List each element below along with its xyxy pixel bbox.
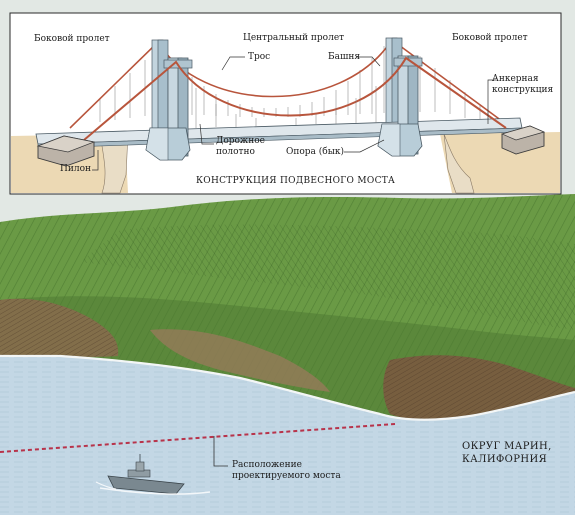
cliff-left-texture xyxy=(0,298,119,357)
label-anchorage: Анкерная конструкция xyxy=(492,74,554,95)
label-central-span: Центральный пролет xyxy=(243,33,345,43)
label-tower: Башня xyxy=(328,52,361,62)
front-cable xyxy=(83,56,507,141)
tower-back-left xyxy=(151,39,169,131)
route-leader xyxy=(213,436,228,467)
headland-texture-2 xyxy=(80,224,575,330)
pier-left xyxy=(145,127,191,161)
proposed-bridge-label: Расположение проектируемого моста xyxy=(232,460,341,481)
front-suspenders xyxy=(195,86,377,128)
label-pylon: Пилон xyxy=(60,164,91,174)
label-deck: Дорожное полотно xyxy=(216,136,265,157)
anchorage-right xyxy=(500,125,546,155)
label-side-span-right: Боковой пролет xyxy=(452,33,528,43)
cliff-mid xyxy=(150,329,330,392)
bridge-diagram xyxy=(9,12,562,195)
region-label: ОКРУГ МАРИН, КАЛИФОРНИЯ xyxy=(462,441,552,465)
diagram-caption: КОНСТРУКЦИЯ ПОДВЕСНОГО МОСТА xyxy=(196,176,396,186)
anchorage-left xyxy=(36,135,96,167)
pier-right xyxy=(377,123,423,157)
leader-lines xyxy=(92,56,496,171)
ship-icon xyxy=(95,454,211,495)
label-cable: Трос xyxy=(248,52,271,62)
rock-right xyxy=(443,133,475,194)
label-side-span-left: Боковой пролет xyxy=(34,34,110,44)
label-pier: Опора (бык) xyxy=(286,147,345,157)
shoreline xyxy=(0,354,575,421)
proposed-bridge-route xyxy=(0,423,396,453)
